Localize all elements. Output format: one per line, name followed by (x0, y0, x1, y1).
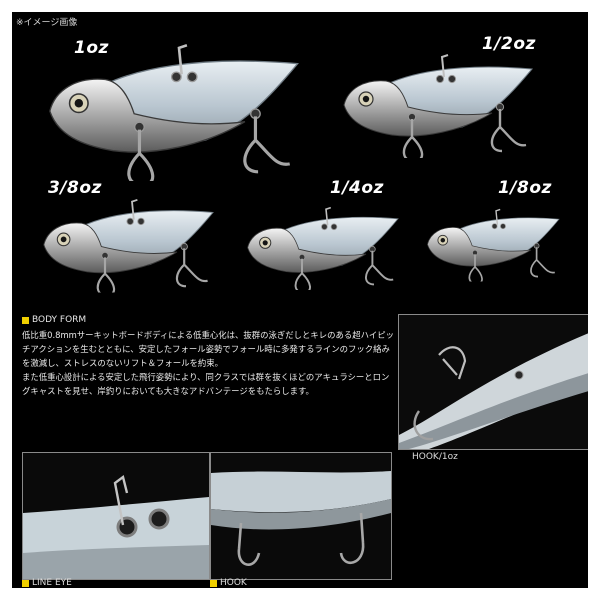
yellow-square-icon (210, 579, 217, 587)
body-form-paragraph-2: また低重心設計による安定した飛行姿勢により、同クラスでは群を抜くほどのアキュラシ… (22, 372, 390, 396)
hook-closeup-photo (398, 314, 588, 450)
weight-label-half-oz: 1/2oz (482, 34, 536, 54)
body-form-paragraph-1: 低比重0.8mmサーキットボードボディによる低重心化は、抜群の泳ぎだしとキレのあ… (22, 330, 395, 368)
line-eye-photo (22, 452, 210, 580)
yellow-square-icon (22, 316, 29, 324)
body-form-description: 低比重0.8mmサーキットボードボディによる低重心化は、抜群の泳ぎだしとキレのあ… (22, 328, 394, 398)
hook-caption: HOOK (210, 578, 247, 588)
hook-caption-text: HOOK (220, 578, 247, 588)
line-eye-caption: LINE EYE (22, 578, 72, 588)
weight-label-1oz: 1oz (74, 38, 109, 58)
hook-photo (210, 452, 392, 580)
image-note: ※イメージ画像 (16, 18, 78, 28)
product-panel: ※イメージ画像 1oz 1/2oz 3/8oz 1/4oz 1/8oz BODY… (12, 12, 588, 588)
yellow-square-icon (22, 579, 29, 587)
body-form-title: BODY FORM (22, 315, 86, 325)
lure-image-eighth-oz (426, 198, 566, 288)
line-eye-caption-text: LINE EYE (32, 578, 72, 588)
lure-image-half-oz (342, 48, 542, 158)
weight-label-quarter-oz: 1/4oz (330, 178, 384, 198)
body-form-title-text: BODY FORM (32, 315, 87, 325)
lure-image-1oz (44, 36, 314, 181)
lure-image-3-8oz (42, 188, 222, 298)
weight-label-3-8oz: 3/8oz (48, 178, 102, 198)
lure-image-quarter-oz (246, 196, 406, 296)
weight-label-eighth-oz: 1/8oz (498, 178, 552, 198)
hook-1oz-caption: HOOK/1oz (412, 452, 458, 462)
